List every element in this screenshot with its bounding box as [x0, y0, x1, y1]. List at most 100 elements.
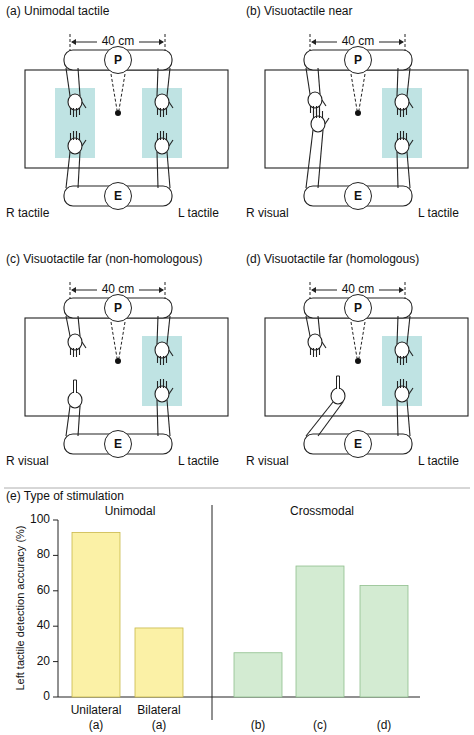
- finger: [400, 379, 401, 388]
- tick: [53, 520, 58, 521]
- arm: [167, 400, 170, 436]
- text-label: (a) Unimodal tactile: [6, 5, 109, 19]
- text-label: R visual: [6, 455, 49, 469]
- arm: [66, 406, 70, 436]
- gaze-line: [351, 322, 357, 358]
- arm: [157, 68, 158, 96]
- person-circle: E: [344, 430, 372, 458]
- hand: [308, 92, 322, 108]
- thumb: [169, 140, 173, 146]
- finger: [74, 380, 77, 393]
- tick: [53, 590, 58, 591]
- thumb: [409, 388, 413, 394]
- arm: [306, 130, 313, 188]
- arm: [397, 152, 398, 188]
- text-label: 40: [37, 619, 50, 633]
- text-label: R visual: [246, 455, 289, 469]
- finger: [406, 133, 407, 140]
- person-circle: P: [344, 46, 372, 74]
- hand: [331, 388, 345, 404]
- finger: [397, 356, 398, 363]
- bar: [234, 653, 282, 697]
- finger: [79, 133, 80, 140]
- finger: [397, 108, 398, 115]
- finger: [157, 133, 158, 140]
- thumb: [169, 102, 173, 108]
- arm: [407, 316, 410, 344]
- person-letter: E: [354, 437, 362, 451]
- arm: [306, 68, 310, 94]
- tick: [53, 661, 58, 662]
- finger: [70, 348, 71, 355]
- arrowhead: [71, 39, 76, 45]
- arm: [397, 68, 398, 96]
- finger: [397, 381, 398, 388]
- finger: [76, 348, 77, 357]
- text-label: Left tactile detection accuracy (%): [14, 525, 27, 690]
- finger: [79, 108, 80, 115]
- arm: [306, 316, 310, 336]
- hand: [68, 94, 82, 110]
- person-letter: E: [114, 437, 122, 451]
- fixation-dot: [115, 358, 121, 364]
- arrowhead: [159, 287, 164, 293]
- fixation-dot: [355, 358, 361, 364]
- tick: [53, 697, 58, 698]
- text-label: R visual: [246, 207, 289, 221]
- arm: [167, 152, 170, 188]
- finger: [160, 131, 161, 140]
- arm: [318, 130, 323, 188]
- table: [25, 318, 228, 416]
- arm: [78, 152, 80, 188]
- text-label: (c): [313, 719, 327, 733]
- finger: [163, 131, 164, 140]
- finger: [316, 109, 317, 118]
- text-label: (e) Type of stimulation: [6, 490, 124, 504]
- arm: [78, 68, 80, 96]
- tick: [53, 555, 58, 556]
- finger: [160, 356, 161, 365]
- text-label: (b): [251, 719, 266, 733]
- arrowhead: [71, 287, 76, 293]
- arm: [78, 316, 80, 336]
- dimension-guide: [165, 282, 166, 300]
- finger: [163, 108, 164, 117]
- tactile-zone: [382, 88, 422, 158]
- gaze-line: [111, 74, 117, 110]
- finger: [73, 131, 74, 140]
- finger: [166, 356, 167, 363]
- person-circle: E: [104, 430, 132, 458]
- gaze-line: [351, 74, 357, 110]
- table: [265, 70, 468, 168]
- text-label: R tactile: [6, 207, 49, 221]
- arm: [157, 152, 158, 188]
- arm: [167, 316, 170, 344]
- hand: [395, 94, 409, 110]
- finger: [166, 133, 167, 140]
- arrowhead: [399, 287, 404, 293]
- text-label: 100: [30, 513, 50, 527]
- text-label: (a): [152, 719, 167, 733]
- thumb: [82, 342, 86, 348]
- arm: [66, 316, 70, 336]
- arm: [66, 68, 70, 96]
- finger: [166, 108, 167, 115]
- finger: [73, 348, 74, 357]
- finger: [400, 356, 401, 365]
- arm: [318, 316, 320, 336]
- separator: [4, 488, 470, 489]
- arm: [78, 406, 80, 436]
- finger: [73, 108, 74, 117]
- finger: [313, 111, 314, 118]
- finger: [403, 131, 404, 140]
- text-label: (d) Visuotactile far (homologous): [246, 253, 419, 267]
- hand: [68, 138, 82, 154]
- hand: [395, 138, 409, 154]
- thumb: [409, 350, 413, 356]
- arm: [167, 68, 170, 96]
- text-label: L tactile: [418, 455, 459, 469]
- finger: [79, 348, 80, 355]
- dimension-guide: [70, 34, 71, 52]
- tactile-zone: [382, 336, 422, 406]
